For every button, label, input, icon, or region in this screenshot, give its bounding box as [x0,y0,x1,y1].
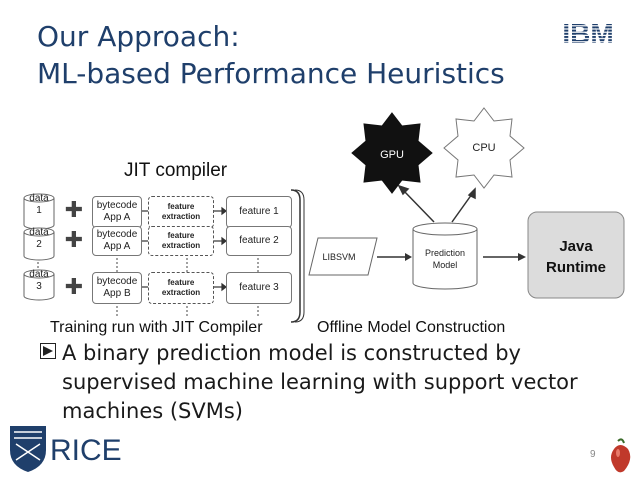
page-number: 9 [590,449,596,460]
data-1-label: data [29,193,49,204]
extraction-1-line-2: extraction [161,212,201,221]
data-3-label: data [29,269,49,280]
extraction-1-line-1: feature [167,202,195,211]
data-3-number: 3 [36,281,42,292]
extraction-3-line-1: feature [167,278,195,287]
title-line-1: Our Approach: [37,20,240,53]
bytecode-2-line-2: App A [103,241,131,252]
gpu-label: GPU [380,149,404,161]
data-2-number: 2 [36,239,42,250]
feature-box-2: feature 2 [226,226,292,256]
extraction-2-line-2: extraction [161,241,201,250]
bytecode-1-line-1: bytecode [96,200,138,211]
checkbox-bullet-icon [40,343,56,359]
feature-box-1: feature 1 [226,196,292,228]
data-2-label: data [29,227,49,238]
data-1-number: 1 [36,205,42,216]
jit-compiler-label: JIT compiler [124,160,228,181]
prediction-label-2: Model [433,260,458,270]
extraction-3-line-2: extraction [161,288,201,297]
java-runtime-box [527,211,625,299]
rice-logo-text: RICE [50,434,122,467]
libsvm-shape [308,237,378,276]
data-cylinders [23,193,55,301]
prediction-label-1: Prediction [425,248,465,258]
libsvm-label: LIBSVM [322,252,355,262]
bytecode-3-line-2: App B [103,288,131,299]
bytecode-2-line-1: bytecode [96,229,138,240]
prediction-model-cylinder [412,222,478,290]
cpu-label: CPU [472,142,495,154]
ibm-logo-text: IBM [562,20,613,46]
bullet-point: A binary prediction model is constructed… [40,339,620,426]
java-runtime-label-1: Java [559,238,593,255]
cpu-star [443,107,525,189]
plus-icon: ✚ [64,275,84,300]
title-line-2: ML-based Performance Heuristics [37,57,505,90]
data-2: data 2 [22,227,56,251]
bytecode-3-line-1: bytecode [96,276,138,287]
gpu-star [351,112,433,194]
feature-box-3: feature 3 [226,272,292,304]
data-1: data 1 [22,193,56,217]
plus-icon: ✚ [64,228,84,253]
extraction-2-line-1: feature [167,231,195,240]
caption-offline: Offline Model Construction [317,319,506,336]
bullet-text: A binary prediction model is constructed… [62,341,578,423]
caption-training: Training run with JIT Compiler [50,319,263,336]
pepper-icon [611,438,631,473]
plus-icon: ✚ [64,198,84,223]
slide-title: Our Approach: ML-based Performance Heuri… [37,18,557,92]
rice-logo: RICE [10,426,122,472]
java-runtime-label-2: Runtime [546,259,606,276]
bytecode-1-line-2: App A [103,212,131,223]
data-3: data 3 [22,269,56,293]
ibm-logo: IBM [562,20,613,46]
